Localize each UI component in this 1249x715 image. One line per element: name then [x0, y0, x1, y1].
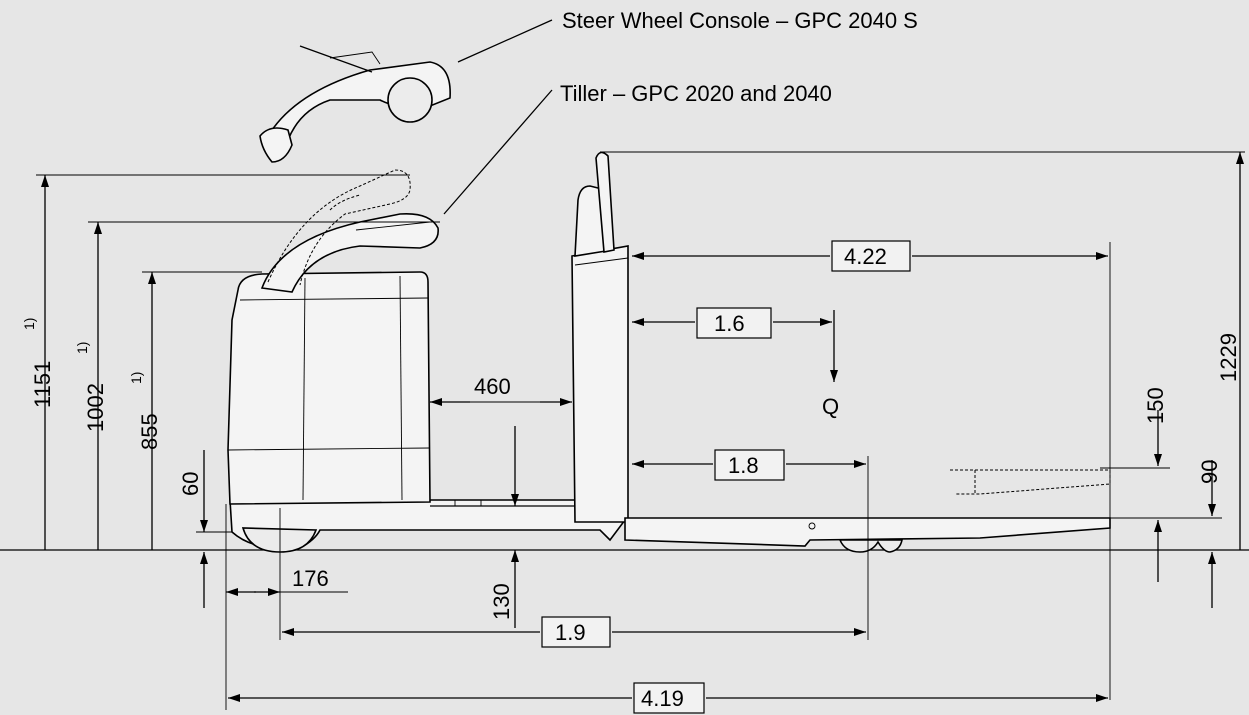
left-height-dimensions	[36, 174, 440, 608]
dim-150: 150	[1143, 387, 1168, 424]
fork-lift-dimensions	[950, 410, 1222, 608]
dim-1-6-lines	[632, 307, 838, 382]
dim-1-6: 1.6	[714, 311, 745, 336]
dim-460: 460	[474, 374, 511, 399]
dim-1-9-lines	[282, 616, 866, 648]
dim-90: 90	[1197, 460, 1222, 484]
label-steer-wheel-console: Steer Wheel Console – GPC 2040 S	[562, 8, 918, 33]
dim-1-9: 1.9	[555, 620, 586, 645]
dim-4-22-lines	[632, 240, 1111, 700]
dim-855: 855	[137, 413, 162, 450]
dim-1151: 1151	[30, 361, 55, 408]
dim-1002: 1002	[83, 383, 108, 432]
dim-4-19: 4.19	[641, 686, 684, 711]
dim-1229: 1229	[1216, 333, 1241, 382]
load-point-q: Q	[822, 394, 839, 419]
dim-176: 176	[292, 566, 329, 591]
dim-4-22: 4.22	[844, 244, 887, 269]
dim-176-lines	[225, 504, 348, 710]
dim-1151-footnote: 1)	[21, 318, 37, 330]
dim-1-8-lines	[632, 449, 869, 640]
steer-console-illustration	[259, 45, 451, 163]
dim-130: 130	[489, 583, 514, 620]
dim-1-8: 1.8	[728, 453, 759, 478]
dim-1229-lines	[600, 151, 1245, 550]
truck-outline	[227, 151, 1111, 553]
dim-60: 60	[178, 472, 203, 496]
label-tiller: Tiller – GPC 2020 and 2040	[560, 81, 832, 106]
dim-855-footnote: 1)	[128, 372, 144, 384]
dim-1002-footnote: 1)	[74, 342, 90, 354]
dim-4-19-lines	[228, 682, 1108, 714]
